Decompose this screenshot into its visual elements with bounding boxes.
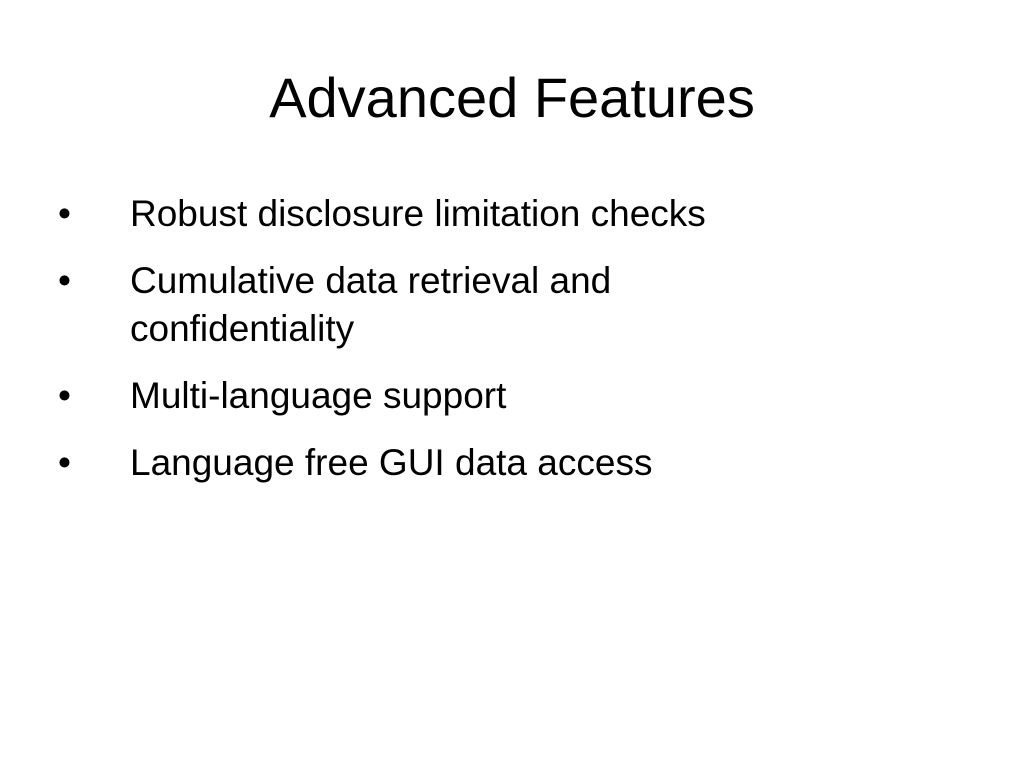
bullet-list: • Robust disclosure limitation checks • … <box>58 190 918 506</box>
bullet-dot-icon: • <box>58 442 71 483</box>
bullet-item: • Robust disclosure limitation checks <box>58 190 918 238</box>
bullet-text: Cumulative data retrieval and confidenti… <box>130 260 612 349</box>
bullet-text: Language free GUI data access <box>130 442 653 483</box>
bullet-text: Robust disclosure limitation checks <box>130 193 706 234</box>
bullet-item: • Language free GUI data access <box>58 439 918 487</box>
bullet-item: • Multi-language support <box>58 372 918 420</box>
bullet-text: Multi-language support <box>130 375 507 416</box>
bullet-dot-icon: • <box>58 260 71 301</box>
slide-title: Advanced Features <box>269 66 755 129</box>
bullet-dot-icon: • <box>58 375 71 416</box>
bullet-dot-icon: • <box>58 193 71 234</box>
bullet-item: • Cumulative data retrieval and confiden… <box>58 257 918 353</box>
